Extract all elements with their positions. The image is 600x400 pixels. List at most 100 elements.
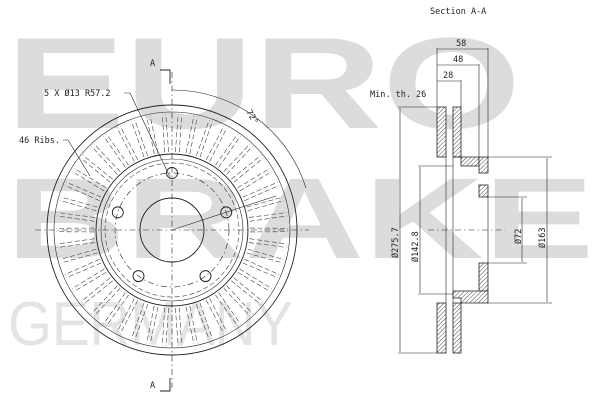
rib-line xyxy=(73,168,107,189)
rib-line xyxy=(199,302,213,339)
rib-line xyxy=(64,185,100,201)
rib-line xyxy=(249,215,288,222)
dim-163: Ø163 xyxy=(537,228,548,248)
dim-58: 58 xyxy=(456,39,466,49)
section-marker-bottom: A xyxy=(150,381,155,391)
rib-line xyxy=(91,285,118,314)
rib-line xyxy=(119,126,139,160)
section-title: Section A-A xyxy=(430,7,486,17)
rib-line xyxy=(60,252,98,264)
rib-line xyxy=(244,185,280,201)
rib-line xyxy=(242,181,278,198)
bolt-hole xyxy=(132,270,145,283)
rib-line xyxy=(231,280,262,305)
rib-line xyxy=(56,238,95,245)
rib-line xyxy=(209,127,228,162)
rib-line xyxy=(56,215,95,222)
rib-line xyxy=(82,280,113,305)
watermark-brake: BRAKE xyxy=(6,155,594,283)
rib-line xyxy=(162,114,166,153)
rib-line xyxy=(215,294,238,326)
rib-line xyxy=(57,242,96,248)
bolt-hole xyxy=(220,206,233,219)
rib-line xyxy=(106,294,129,326)
rib-line xyxy=(80,157,111,183)
angle-arc xyxy=(171,89,307,189)
rib-line xyxy=(165,114,169,153)
rib-line xyxy=(82,155,113,180)
rib-line xyxy=(196,120,210,156)
hub-top xyxy=(478,184,489,198)
hat-wall-top xyxy=(453,156,480,167)
rib-line xyxy=(247,248,285,260)
bolt-pattern-label: 5 X Ø13 R57.2 xyxy=(44,88,111,99)
inner-plate-bottom xyxy=(452,302,462,354)
rib-line xyxy=(226,285,253,314)
rib-line xyxy=(199,121,213,158)
angle-ref-line xyxy=(171,195,277,231)
rib-line xyxy=(119,300,139,334)
hat-wall-bottom xyxy=(452,290,489,304)
rib-line xyxy=(248,212,287,218)
rib-line xyxy=(189,305,198,344)
rib-line xyxy=(185,306,195,344)
dim-28: 28 xyxy=(443,71,453,81)
rib-line xyxy=(106,134,129,166)
rib-line xyxy=(71,170,105,192)
watermark-euro: EURO xyxy=(6,10,521,156)
hub-bottom xyxy=(478,262,489,292)
rib-line xyxy=(247,200,285,212)
bolt-hole xyxy=(111,206,124,219)
rib-line xyxy=(131,302,145,339)
bolt-pattern-leader xyxy=(124,92,171,178)
rib-line xyxy=(134,120,148,156)
rib-line xyxy=(162,307,166,346)
rib-line xyxy=(226,146,253,175)
bolt-hole xyxy=(199,270,212,283)
rib-line xyxy=(233,157,264,183)
rib-line xyxy=(246,196,284,208)
rib-line xyxy=(116,127,135,162)
watermark: EURO BRAKE GERMANY xyxy=(6,10,594,359)
rib-line xyxy=(205,126,225,160)
rib-line xyxy=(246,252,284,264)
rib-line xyxy=(91,146,118,175)
rib-line xyxy=(59,248,97,260)
section-marker-top: A xyxy=(150,59,155,69)
rib-line xyxy=(93,288,121,317)
rib-line xyxy=(178,307,182,346)
front-view: A A 72° 5 X Ø13 R57.2 46 Ribs. xyxy=(19,59,309,392)
rib-line xyxy=(66,262,102,279)
rib-line xyxy=(189,116,198,155)
ribs-leader xyxy=(63,139,91,177)
rib-line xyxy=(218,292,241,324)
rib-line xyxy=(134,304,148,340)
min-thickness-label: Min. th. 26 xyxy=(370,90,426,100)
rib-line xyxy=(60,196,98,208)
dim-142: Ø142.8 xyxy=(410,231,421,262)
rib-line xyxy=(239,170,273,192)
rib-line xyxy=(218,136,241,168)
rib-line xyxy=(59,200,97,212)
rib-line xyxy=(146,305,155,344)
rib-line xyxy=(80,277,111,303)
rib-line xyxy=(64,259,100,275)
outer-plate-bottom xyxy=(436,302,447,354)
ribs-label: 46 Ribs. xyxy=(19,136,60,146)
rib-line xyxy=(237,168,271,189)
rib-line xyxy=(165,307,169,346)
rib-line xyxy=(223,288,251,317)
dim-48: 48 xyxy=(453,55,463,65)
rib-line xyxy=(178,114,182,153)
dim-275: Ø275.7 xyxy=(390,227,401,258)
rib-line xyxy=(242,262,278,279)
section-view: Section A-A 58 48 28 Min. th. 26 Ø163 xyxy=(370,7,552,354)
rib-line xyxy=(57,212,96,218)
rib-line xyxy=(249,238,288,245)
rib-line xyxy=(116,298,135,333)
rib-line xyxy=(248,242,287,248)
rib-line xyxy=(215,134,238,166)
rib-line xyxy=(149,306,159,344)
hat-flange-top xyxy=(478,156,489,174)
